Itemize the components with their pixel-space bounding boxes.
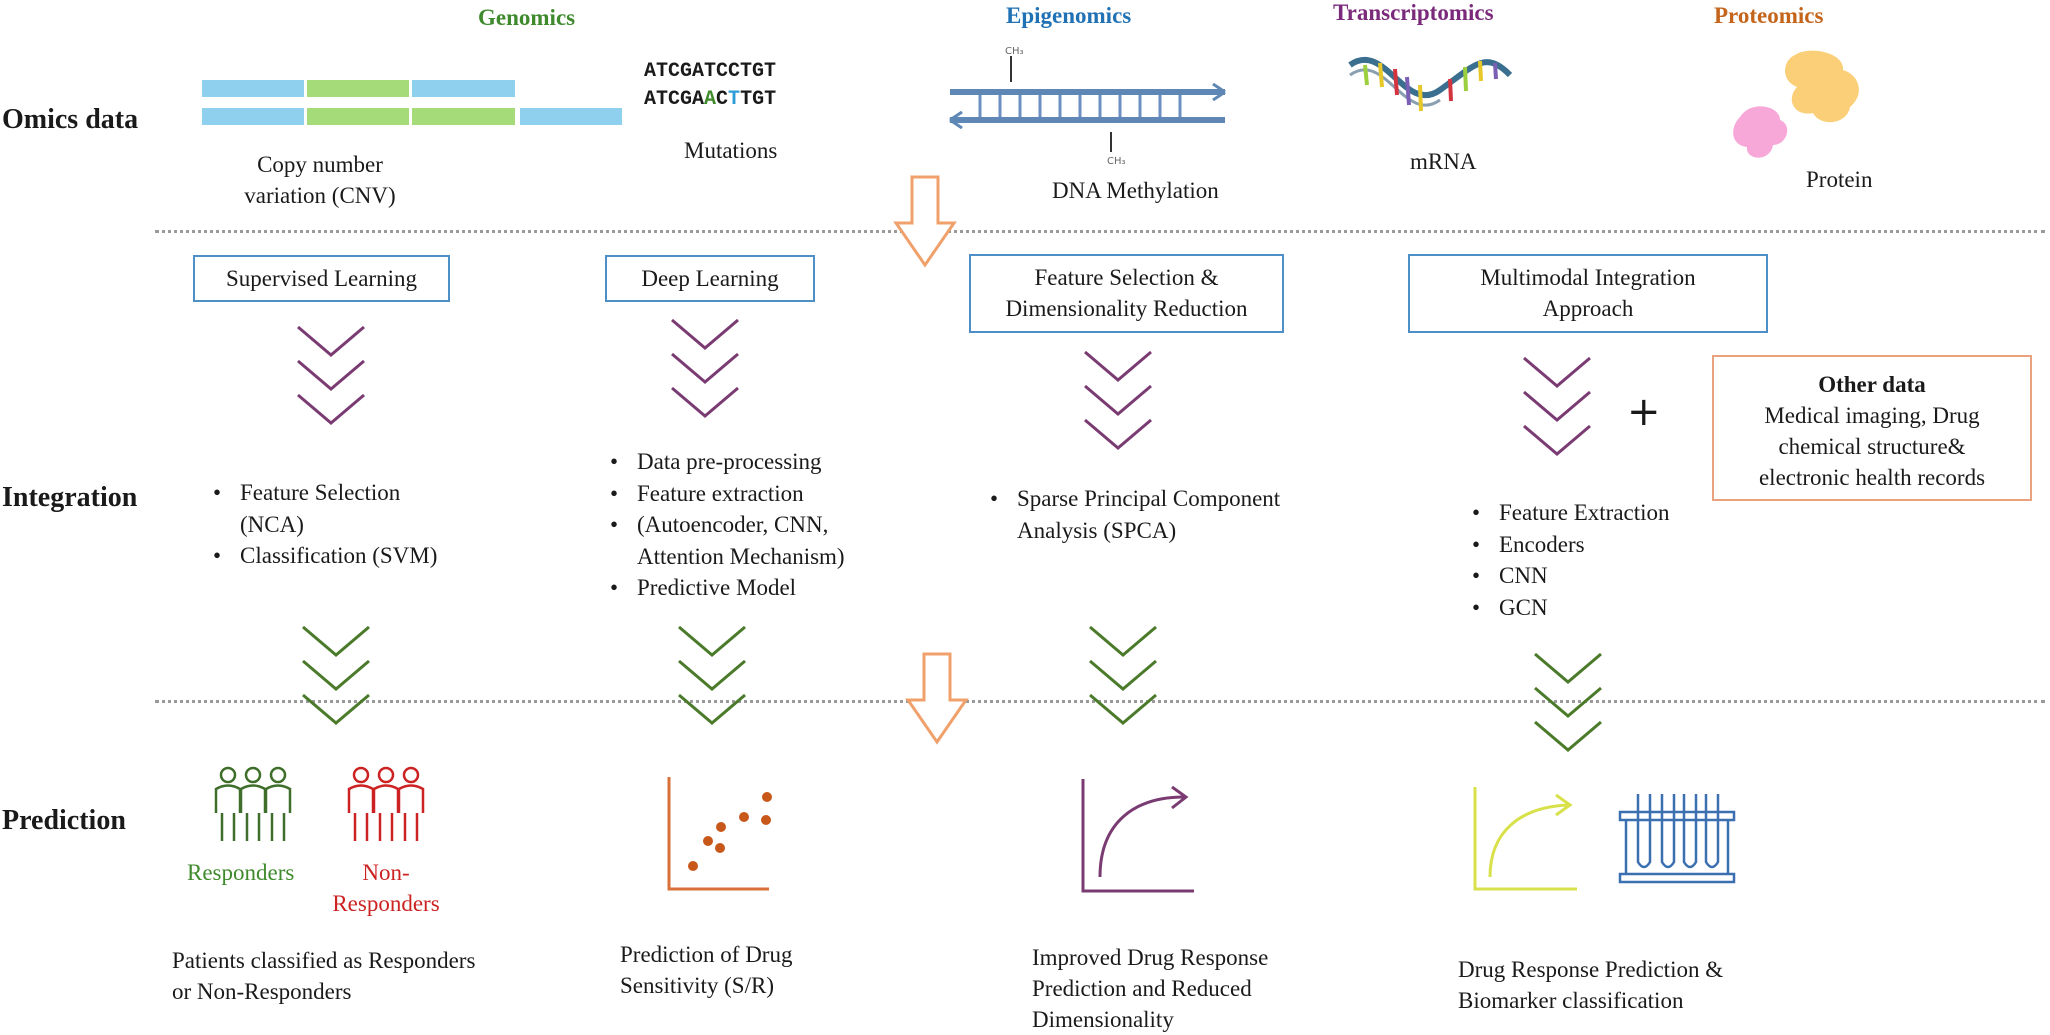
curve-chart-icon	[1473, 787, 1577, 891]
scatter-plot-icon	[667, 777, 772, 891]
test-tubes-icon	[1618, 794, 1736, 884]
epigenomics-title: Epigenomics	[1006, 3, 1132, 28]
list-item: (NCA)	[240, 511, 304, 537]
desc-line: Patients classified as Responders	[172, 948, 476, 973]
list-item: Feature Extraction	[1467, 497, 1670, 529]
list-item: Data pre-processing	[605, 446, 845, 478]
fs-integration-list: Sparse Principal Component Analysis (SPC…	[985, 483, 1280, 546]
genomics-title: Genomics	[478, 5, 576, 30]
cnv-bars-graphic	[202, 80, 622, 125]
list-item: Feature Selection	[208, 477, 437, 509]
mutations-label: Mutations	[684, 138, 778, 163]
supervised-integration-list: Feature Selection (NCA) Classification (…	[208, 477, 437, 572]
non-responders-label: Non- Responders	[326, 857, 446, 919]
deep-integration-list: Data pre-processing Feature extraction (…	[605, 446, 845, 604]
method-box-deep-learning: Deep Learning	[605, 255, 815, 302]
other-data-title: Other data	[1818, 372, 1926, 397]
chevron-down-icon	[302, 625, 370, 725]
list-item: Classification (SVM)	[208, 540, 437, 572]
mutation-sequence: ATCGATCCTGT ATCGAACTTGT	[644, 58, 776, 114]
mutated-base-t: T	[728, 88, 741, 111]
mrna-label: mRNA	[1410, 149, 1477, 174]
prediction-desc-4: Drug Response Prediction & Biomarker cla…	[1458, 954, 1723, 1016]
desc-line: Sensitivity (S/R)	[620, 973, 774, 998]
prediction-desc-3: Improved Drug Response Prediction and Re…	[1032, 942, 1268, 1035]
list-item: GCN	[1467, 592, 1670, 624]
protein-icon	[1733, 50, 1859, 158]
non-responders-icon	[347, 766, 425, 841]
list-item: Predictive Model	[605, 572, 845, 604]
prediction-desc-2: Prediction of Drug Sensitivity (S/R)	[620, 939, 792, 1001]
responders-icon	[214, 766, 292, 841]
desc-line: Improved Drug Response	[1032, 945, 1269, 970]
desc-line: Prediction and Reduced	[1032, 976, 1252, 1001]
dna-methylation-icon: CH₃ CH₃	[949, 46, 1226, 167]
chevron-down-icon	[678, 625, 746, 725]
list-item: Sparse Principal Component	[985, 483, 1280, 515]
method-box-multimodal-integration: Multimodal Integration Approach	[1408, 254, 1768, 333]
seq-part: ATCGA	[644, 88, 705, 111]
chevron-down-icon	[1089, 625, 1157, 725]
arrow-down-icon	[905, 652, 969, 745]
chevron-down-icon	[1084, 350, 1152, 450]
cnv-label: Copy number variation (CNV)	[230, 149, 410, 211]
sequence-mutated: ATCGAACTTGT	[644, 86, 776, 114]
row-label-omics: Omics data	[2, 104, 139, 135]
protein-label: Protein	[1806, 167, 1873, 192]
other-data-line1: Medical imaging, Drug	[1764, 403, 1980, 428]
non-responders-line1: Non-	[362, 860, 410, 885]
list-item: Feature extraction	[605, 478, 845, 510]
desc-line: Drug Response Prediction &	[1458, 957, 1724, 982]
arrow-down-icon	[893, 175, 957, 268]
seq-part: C	[716, 88, 729, 111]
desc-line: or Non-Responders	[172, 979, 352, 1004]
proteomics-title: Proteomics	[1714, 3, 1824, 28]
responders-label: Responders	[187, 860, 295, 885]
method-label-line1: Multimodal Integration	[1480, 265, 1696, 290]
other-data-box: Other data Medical imaging, Drug chemica…	[1712, 355, 2032, 501]
list-item: Analysis (SPCA)	[1017, 517, 1177, 543]
desc-line: Prediction of Drug	[620, 942, 793, 967]
row-label-integration: Integration	[2, 482, 138, 513]
desc-line: Dimensionality	[1032, 1007, 1174, 1032]
desc-line: Biomarker classification	[1458, 988, 1684, 1013]
method-box-feature-selection: Feature Selection & Dimensionality Reduc…	[969, 254, 1284, 333]
row-label-prediction: Prediction	[2, 805, 126, 836]
transcriptomics-title: Transcriptomics	[1333, 0, 1494, 25]
seq-part: TGT	[740, 88, 777, 111]
plus-sign: +	[1627, 389, 1661, 435]
chevron-down-icon	[1523, 356, 1591, 456]
non-responders-line2: Responders	[332, 891, 440, 916]
mrna-icon	[1348, 56, 1513, 112]
chevron-down-icon	[297, 325, 365, 425]
other-data-line3: electronic health records	[1758, 465, 1986, 490]
list-item: Attention Mechanism)	[637, 543, 845, 569]
mm-integration-list: Feature Extraction Encoders CNN GCN	[1467, 497, 1670, 623]
sequence-reference: ATCGATCCTGT	[644, 60, 777, 83]
other-data-line2: chemical structure&	[1778, 434, 1966, 459]
list-item: Encoders	[1467, 529, 1670, 561]
list-item: (Autoencoder, CNN,	[605, 509, 845, 541]
chevron-down-icon	[1534, 652, 1602, 752]
method-label-line2: Approach	[1542, 296, 1634, 321]
method-label: Supervised Learning	[226, 266, 417, 291]
mutated-base-a: A	[704, 88, 717, 111]
prediction-desc-1: Patients classified as Responders or Non…	[172, 945, 475, 1007]
cnv-label-line2: variation (CNV)	[244, 183, 396, 208]
chevron-down-icon	[671, 318, 739, 418]
svg-text:CH₃: CH₃	[1005, 46, 1024, 57]
method-label-line2: Dimensionality Reduction	[1005, 296, 1248, 321]
list-item: CNN	[1467, 560, 1670, 592]
method-label: Deep Learning	[641, 266, 779, 291]
svg-text:CH₃: CH₃	[1107, 156, 1126, 167]
separator-bottom	[155, 700, 2045, 703]
dna-methylation-label: DNA Methylation	[1052, 178, 1219, 203]
separator-top	[155, 230, 2045, 233]
cnv-label-line1: Copy number	[257, 152, 383, 177]
method-label-line1: Feature Selection &	[1034, 265, 1219, 290]
method-box-supervised-learning: Supervised Learning	[193, 255, 450, 302]
curve-chart-icon	[1081, 779, 1194, 893]
